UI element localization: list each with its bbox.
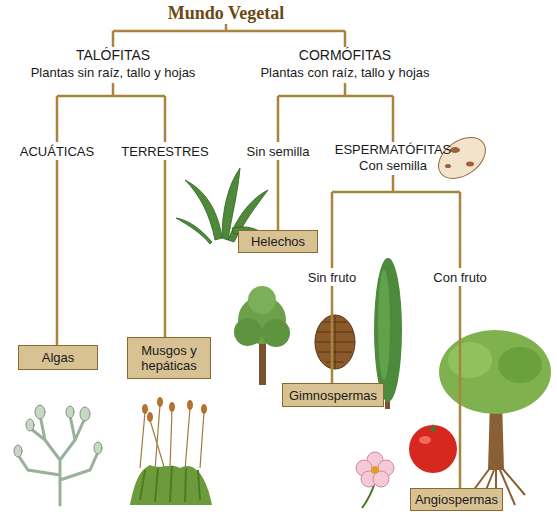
branch-label: Sin semilla xyxy=(247,144,310,159)
group-box: Angiospermas xyxy=(410,488,503,511)
branch-label: ESPERMATÓFITAS xyxy=(335,142,452,157)
bean xyxy=(431,129,493,187)
tomato xyxy=(409,424,457,473)
angiosperm-tree xyxy=(439,330,551,505)
tree-gimnosperm xyxy=(234,286,290,385)
moss xyxy=(130,397,212,505)
branch-label: TALÓFITAS xyxy=(76,48,150,63)
branch-label: Con semilla xyxy=(359,158,427,173)
group-box: Musgos y hepáticas xyxy=(127,337,211,379)
box-text: Musgos y hepáticas xyxy=(132,343,206,373)
group-box: Helechos xyxy=(238,230,318,253)
branch-label: TERRESTRES xyxy=(121,144,208,159)
pine-cone xyxy=(315,315,355,369)
group-box: Algas xyxy=(18,345,98,370)
branch-label: Sin fruto xyxy=(308,270,356,285)
diagram-title: Mundo Vegetal xyxy=(168,3,285,23)
flower xyxy=(356,452,394,508)
tree-lines xyxy=(57,24,460,488)
box-text: Gimnospermas xyxy=(289,388,377,403)
box-text: Algas xyxy=(42,350,75,365)
branch-label: CORMÓFITAS xyxy=(299,48,391,63)
group-box: Gimnospermas xyxy=(282,383,384,407)
algae xyxy=(14,405,102,505)
branch-label: Plantas con raíz, tallo y hojas xyxy=(260,65,429,80)
branch-label: Plantas sin raíz, tallo y hojas xyxy=(31,65,196,80)
box-text: Helechos xyxy=(251,234,305,249)
branch-label: Con fruto xyxy=(433,270,486,285)
box-text: Angiospermas xyxy=(415,492,498,507)
branch-label: ACUÁTICAS xyxy=(20,144,94,159)
